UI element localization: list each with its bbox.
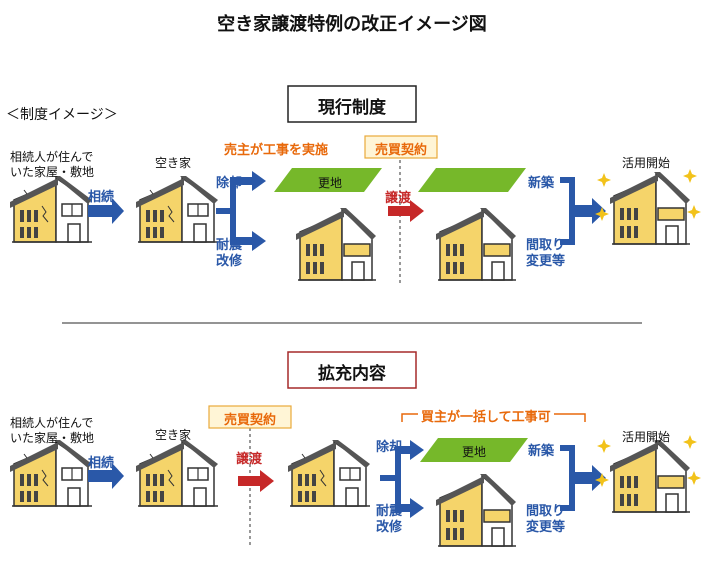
current-use-start-label: 活用開始 [622, 156, 671, 170]
expanded-earthquake-label-2: 改修 [376, 520, 403, 535]
expanded-layout-label-2: 変更等 [526, 520, 566, 535]
current-start-label-2: いた家屋・敷地 [10, 165, 95, 179]
current-vacant-house-icon [135, 175, 219, 243]
expanded-use-arrow [572, 465, 606, 491]
current-vacant-lot [274, 168, 382, 192]
expanded-layout-label-1: 間取り [526, 504, 566, 519]
expanded-transfer-label: 譲渡 [236, 452, 263, 467]
current-use-arrow [572, 198, 606, 224]
expanded-inherit-arrow [88, 463, 124, 489]
current-inherited-house-icon [9, 175, 93, 243]
current-transfer-label: 譲渡 [385, 191, 412, 206]
current-final-house-icon [609, 171, 691, 245]
current-heading: 現行制度 [318, 98, 386, 118]
current-vacant-lot-label: 更地 [318, 176, 343, 190]
current-seller-work: 売主が工事を実施 [224, 143, 329, 158]
current-vacant-label: 空き家 [155, 156, 192, 170]
expanded-contract-label: 売買契約 [223, 413, 276, 428]
expanded-start-label-2: いた家屋・敷地 [10, 431, 95, 445]
page-title: 空き家譲渡特例の改正イメージ図 [217, 14, 487, 35]
expanded-heading: 拡充内容 [318, 364, 386, 384]
expanded-retrofit-arrow [395, 498, 424, 518]
current-heading-box [287, 85, 417, 123]
expanded-vacant-lot-label: 更地 [462, 445, 487, 459]
expanded-new-build-label: 新築 [528, 444, 555, 459]
current-transfer-arrow [388, 200, 424, 222]
expanded-vacant-house-icon [135, 439, 219, 507]
current-retrofit-arrow [230, 231, 266, 251]
expanded-remove-arrow [395, 440, 424, 460]
expanded-transferred-house-icon [287, 439, 371, 507]
current-layout-label-1: 間取り [526, 238, 566, 253]
current-layout-label-2: 変更等 [526, 254, 566, 269]
section-subtitle: ＜制度イメージ＞ [6, 107, 118, 123]
expanded-renovated-house-icon [435, 473, 517, 547]
expanded-final-house-icon [609, 439, 691, 513]
current-inherit-arrow [88, 198, 124, 224]
current-buyer-lot [418, 168, 526, 192]
expanded-use-start-label: 活用開始 [622, 430, 671, 444]
current-earthquake-label-1: 耐震 [216, 238, 243, 253]
current-earthquake-label-2: 改修 [216, 254, 243, 269]
current-contract-label: 売買契約 [374, 143, 427, 158]
expanded-inherited-house-icon [9, 439, 93, 507]
expanded-vacant-label: 空き家 [155, 428, 192, 442]
current-remove-arrow [230, 171, 266, 191]
current-contract-box [364, 135, 438, 159]
current-buyer-house-icon [435, 207, 517, 281]
current-new-build-label: 新築 [528, 176, 555, 191]
expanded-buyer-work: 買主が一括して工事可 [418, 406, 554, 425]
expanded-transfer-arrow [238, 470, 274, 492]
expanded-earthquake-label-1: 耐震 [376, 504, 403, 519]
expanded-start-label-1: 相続人が住んで [10, 416, 94, 430]
current-renovated-house-icon [295, 207, 377, 281]
current-start-label-1: 相続人が住んで [10, 150, 94, 164]
current-remove-label: 除却 [216, 176, 243, 191]
expanded-remove-label: 除却 [376, 440, 403, 455]
expanded-inherit-label: 相続 [88, 456, 115, 471]
expanded-vacant-lot [420, 438, 528, 462]
expanded-heading-box [287, 351, 417, 389]
expanded-contract-box [208, 405, 292, 429]
current-inherit-label: 相続 [88, 190, 115, 205]
